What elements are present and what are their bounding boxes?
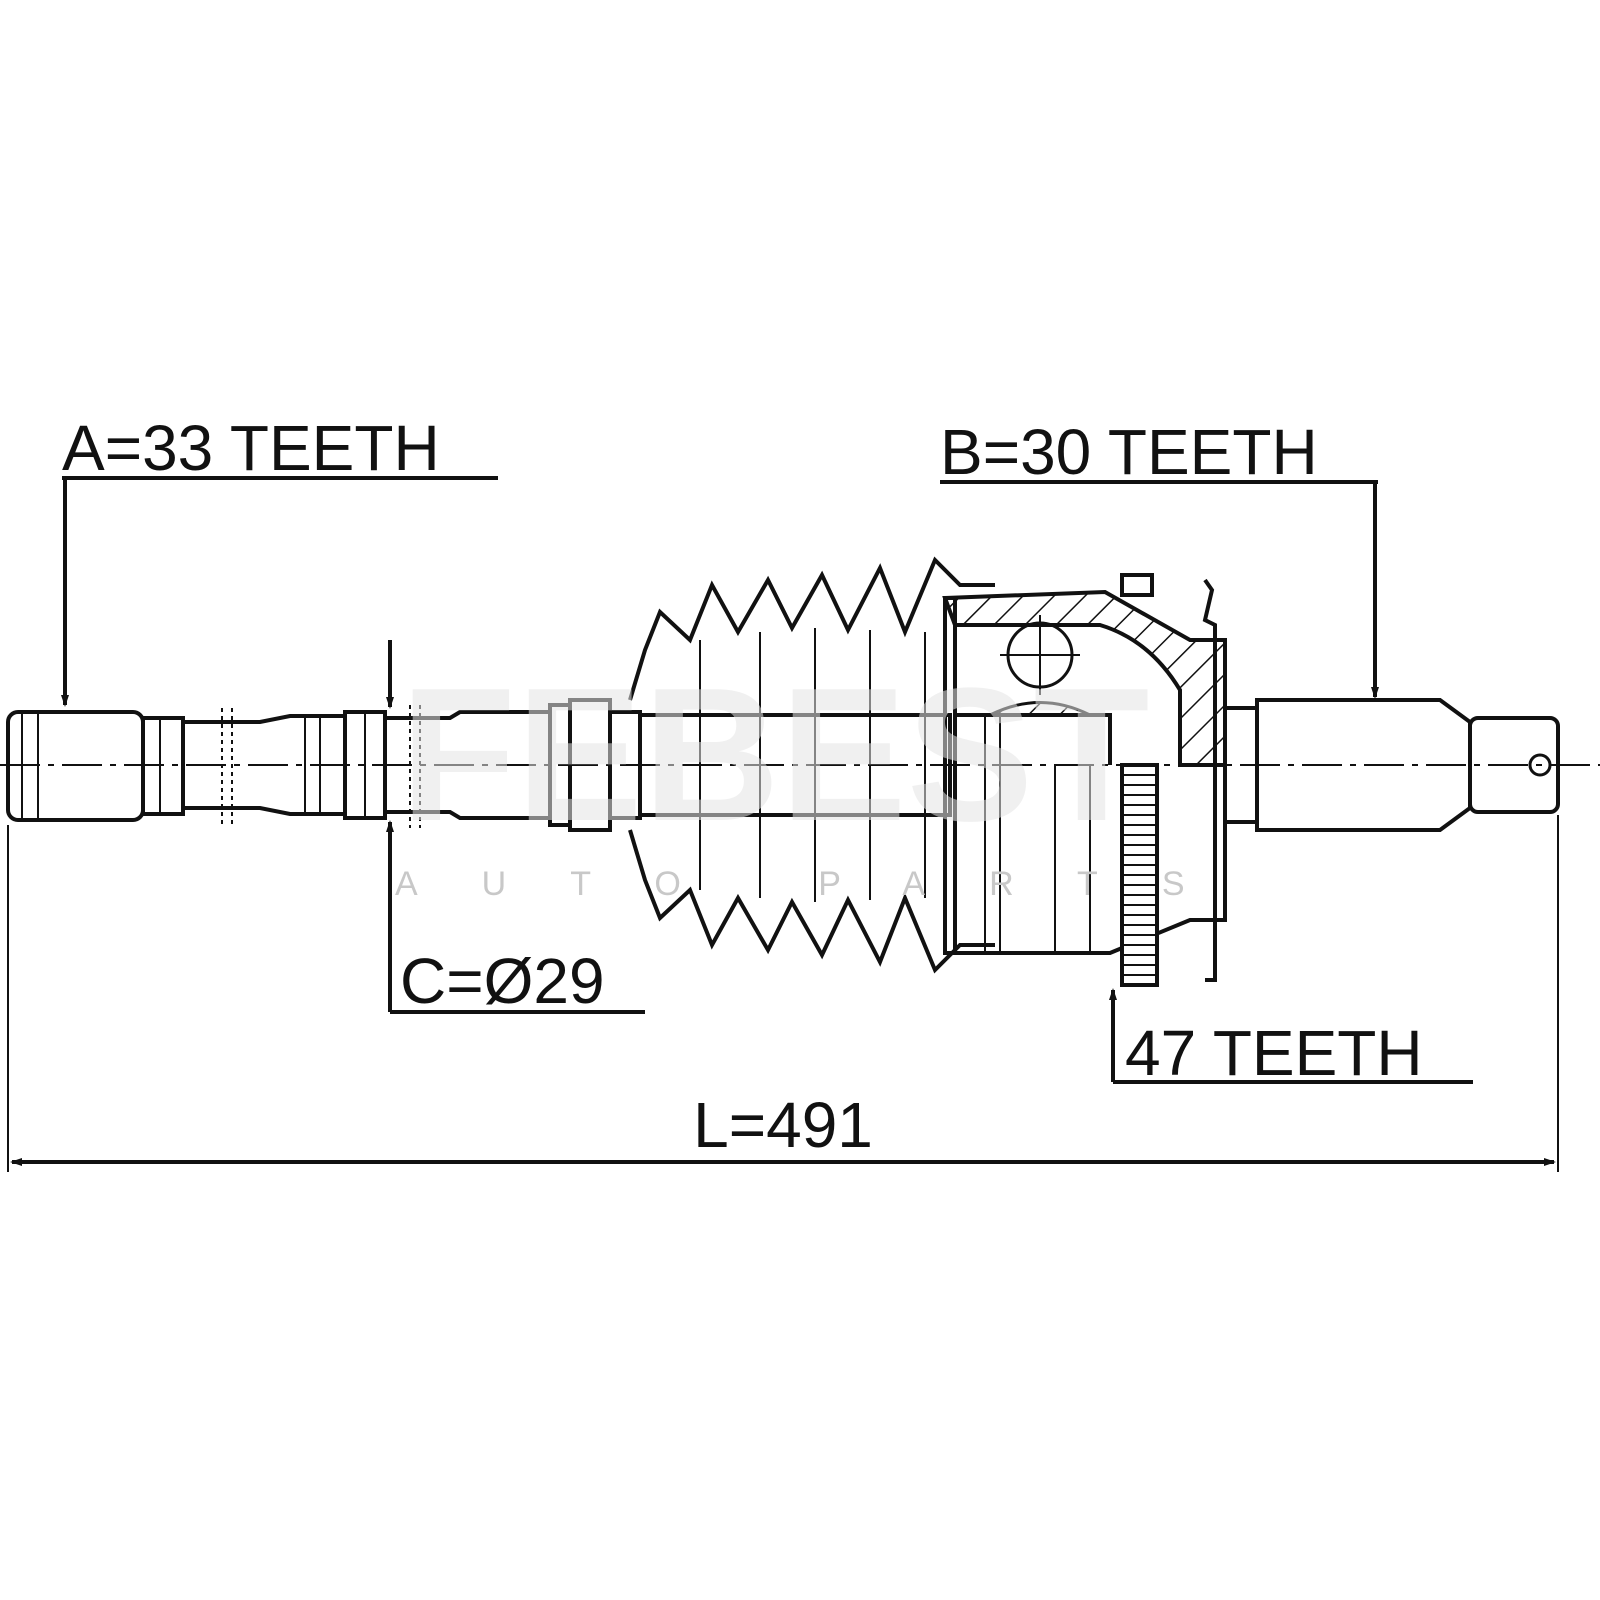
label-length: L=491 — [693, 1089, 873, 1161]
label-abs-teeth: 47 TEETH — [1125, 1017, 1423, 1089]
watermark-tagline: AUTO PARTS — [395, 865, 1249, 903]
label-diameter-c: C=Ø29 — [400, 945, 605, 1017]
inner-spline-shaft — [6, 698, 952, 832]
dimension-a: A=33 TEETH — [61, 412, 498, 707]
dimension-abs-teeth: 47 TEETH — [1109, 988, 1473, 1089]
cv-boot — [628, 556, 995, 974]
dimension-c: C=Ø29 — [386, 640, 645, 1017]
dimension-length: L=491 — [7, 815, 1559, 1172]
label-spline-a: A=33 TEETH — [62, 412, 440, 484]
dimension-b: B=30 TEETH — [940, 416, 1379, 699]
watermark-brand: FEBEST — [400, 649, 1150, 861]
abs-tone-ring — [1120, 763, 1159, 987]
outer-spline-stub — [1223, 698, 1560, 832]
label-spline-b: B=30 TEETH — [940, 416, 1318, 488]
cotter-pin-hole — [1528, 753, 1552, 777]
watermark: FEBEST AUTO PARTS — [395, 649, 1249, 903]
